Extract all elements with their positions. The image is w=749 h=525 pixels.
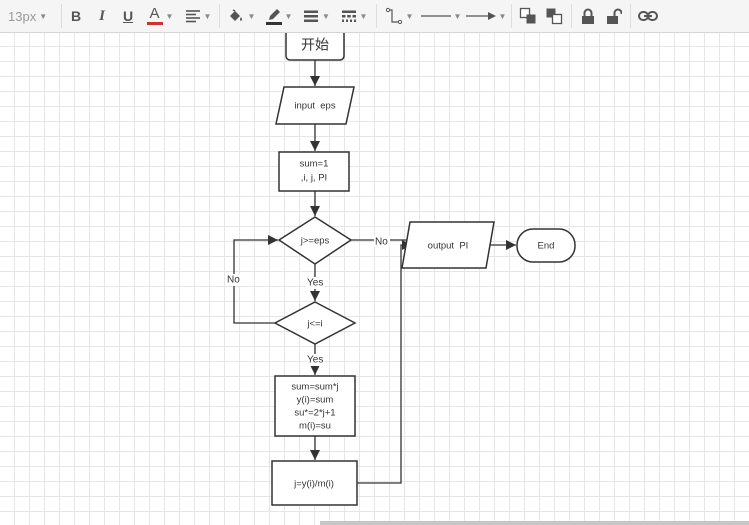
chevron-down-icon: ▼ xyxy=(498,11,507,21)
underline-button[interactable]: U xyxy=(118,4,138,28)
arrow-end-icon xyxy=(465,12,496,20)
loop-body-line4: m(i)=su xyxy=(299,421,331,432)
dashed-line-icon xyxy=(341,10,356,22)
init-label-line1: sum=1 xyxy=(300,159,329,170)
line-width-icon xyxy=(304,10,319,22)
bold-icon: B xyxy=(70,8,82,24)
condition-node-1[interactable] xyxy=(277,216,353,265)
lock-icon xyxy=(582,8,594,24)
chevron-down-icon: ▼ xyxy=(203,11,212,21)
edge-assign-to-output[interactable] xyxy=(357,240,412,484)
start-label: 开始 xyxy=(301,37,329,53)
font-color-button[interactable]: A ▼ xyxy=(143,4,177,28)
to-back-icon xyxy=(546,8,563,25)
loop-body-line1: sum=sum*j xyxy=(291,382,338,393)
to-back-button[interactable] xyxy=(543,4,565,28)
label-no-1-bg xyxy=(374,235,390,247)
label-no-2-bg xyxy=(226,274,242,286)
italic-icon: I xyxy=(99,7,105,24)
input-label: input eps xyxy=(294,101,335,112)
link-button[interactable] xyxy=(636,4,660,28)
connector-style-button[interactable]: ▼ xyxy=(382,4,416,28)
loop-body-line2: y(i)=sum xyxy=(297,395,334,406)
loop-body-node[interactable] xyxy=(274,375,356,437)
lock-button[interactable] xyxy=(577,4,599,28)
chevron-down-icon: ▼ xyxy=(247,11,256,21)
condition2-label: j<=i xyxy=(306,319,322,330)
diagram-canvas[interactable]: 开始 input eps sum=1 ,i, j, PI j>=eps j<=i… xyxy=(0,33,749,525)
toolbar-divider xyxy=(571,4,572,28)
chevron-down-icon: ▼ xyxy=(284,11,293,21)
link-icon xyxy=(638,11,658,21)
label-yes-1-bg xyxy=(306,277,325,289)
chevron-down-icon: ▼ xyxy=(359,11,368,21)
line-end-button[interactable]: ▼ xyxy=(465,4,507,28)
toolbar-divider xyxy=(630,4,631,28)
start-node[interactable] xyxy=(285,33,345,61)
init-label-line2: ,i, j, PI xyxy=(301,173,327,184)
elbow-connector-icon xyxy=(385,7,402,25)
toolbar-divider xyxy=(219,4,220,28)
italic-button[interactable]: I xyxy=(92,4,112,28)
toolbar-divider xyxy=(61,4,62,28)
assign-node[interactable] xyxy=(271,460,358,506)
to-front-icon xyxy=(519,7,536,24)
label-yes-2: Yes xyxy=(307,355,323,366)
input-node[interactable] xyxy=(275,86,355,125)
chevron-down-icon: ▼ xyxy=(39,11,48,21)
condition-node-2[interactable] xyxy=(273,301,357,345)
loop-body-line3: su*=2*j+1 xyxy=(294,408,335,419)
toolbar: 13px ▼ B I U A ▼ ▼ ▼ ▼ xyxy=(0,0,749,33)
paint-bucket-icon xyxy=(229,9,242,21)
line-color-button[interactable]: ▼ xyxy=(262,4,296,28)
line-start-button[interactable]: ▼ xyxy=(420,4,462,28)
label-yes-2-bg xyxy=(306,354,325,366)
font-color-icon: A xyxy=(146,6,163,25)
unlock-icon xyxy=(607,8,622,24)
horizontal-scrollbar[interactable] xyxy=(320,521,749,525)
fill-color-button[interactable]: ▼ xyxy=(225,4,257,28)
condition1-label: j>=eps xyxy=(300,236,330,247)
label-yes-1: Yes xyxy=(307,278,323,289)
chevron-down-icon: ▼ xyxy=(165,11,174,21)
chevron-down-icon: ▼ xyxy=(405,11,414,21)
label-no-2: No xyxy=(227,275,240,286)
output-node[interactable] xyxy=(401,221,495,269)
font-color-bar xyxy=(146,22,163,25)
label-no-1: No xyxy=(375,237,388,248)
pencil-icon xyxy=(265,8,282,25)
end-label: End xyxy=(538,241,555,252)
align-left-icon xyxy=(185,10,200,23)
font-size-select[interactable]: 13px ▼ xyxy=(8,4,56,28)
line-style-button[interactable]: ▼ xyxy=(338,4,370,28)
unlock-button[interactable] xyxy=(603,4,625,28)
underline-icon: U xyxy=(122,8,134,24)
align-button[interactable]: ▼ xyxy=(182,4,214,28)
line-start-icon xyxy=(420,15,451,17)
line-width-button[interactable]: ▼ xyxy=(300,4,333,28)
toolbar-divider xyxy=(376,4,377,28)
font-size-value: 13px xyxy=(8,8,37,24)
flowchart: 开始 input eps sum=1 ,i, j, PI j>=eps j<=i… xyxy=(226,33,576,506)
bold-button[interactable]: B xyxy=(66,4,86,28)
end-node[interactable] xyxy=(516,228,576,263)
chevron-down-icon: ▼ xyxy=(322,11,330,21)
assign-label: j=y(i)/m(i) xyxy=(293,479,334,490)
to-front-button[interactable] xyxy=(517,4,539,28)
output-label: output PI xyxy=(428,241,469,252)
init-node[interactable] xyxy=(278,151,350,192)
toolbar-divider xyxy=(511,4,512,28)
chevron-down-icon: ▼ xyxy=(453,11,462,21)
